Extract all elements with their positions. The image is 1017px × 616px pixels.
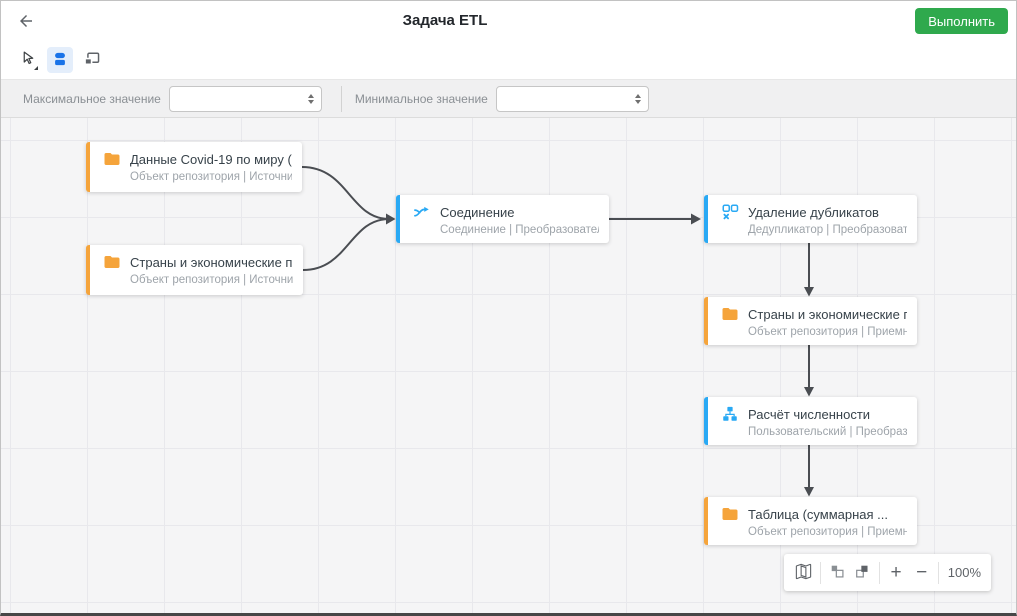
node-title: Страны и экономические пок... — [130, 254, 293, 270]
min-value-stepper[interactable] — [634, 93, 641, 104]
flow-node-dedup[interactable]: Удаление дубликатов Дедупликатор | Преоб… — [704, 195, 917, 243]
folder-icon — [103, 253, 121, 271]
flow-node-calc[interactable]: Расчёт численности Пользовательский | Пр… — [704, 397, 917, 445]
node-title: Страны и экономические пок... — [748, 306, 907, 322]
edge-covid-to-join — [301, 166, 390, 220]
page-title: Задача ETL — [402, 12, 488, 29]
max-value-input[interactable] — [168, 85, 322, 112]
arrowhead — [804, 287, 814, 297]
min-value-input[interactable] — [495, 85, 649, 112]
sitemap-icon — [721, 405, 739, 423]
stepper-up-icon[interactable] — [307, 93, 314, 98]
max-value-label: Максимальное значение — [23, 91, 161, 106]
flow-edit-tool-button[interactable] — [47, 47, 73, 73]
stepper-up-icon[interactable] — [634, 93, 641, 98]
node-subtitle: Объект репозитория | Приемник — [748, 526, 907, 538]
folder-icon — [721, 505, 739, 523]
node-subtitle: Объект репозитория | Приемник — [748, 326, 907, 338]
flow-node-source-covid[interactable]: Данные Covid-19 по миру (Yan... Объект р… — [86, 142, 302, 192]
min-value-field-wrap — [495, 85, 649, 112]
filter-divider — [340, 85, 342, 112]
node-title: Данные Covid-19 по миру (Yan... — [130, 151, 292, 167]
picture-in-picture-icon — [83, 50, 101, 71]
node-subtitle: Дедупликатор | Преобразователь — [748, 224, 907, 236]
flow-node-sink-countries[interactable]: Страны и экономические пок... Объект реп… — [704, 297, 917, 345]
node-subtitle: Объект репозитория | Источник — [130, 171, 292, 183]
zoom-in-button[interactable]: + — [887, 561, 906, 585]
map-icon — [794, 562, 813, 584]
bring-forward-button[interactable] — [853, 561, 872, 585]
header: Задача ETL Выполнить — [1, 1, 1016, 41]
folder-icon — [103, 150, 121, 168]
arrowhead — [804, 387, 814, 397]
zoom-panel: + − 100% — [784, 554, 991, 591]
zoom-level-value: 100% — [947, 565, 982, 580]
send-backward-button[interactable] — [828, 561, 847, 585]
max-value-stepper[interactable] — [307, 93, 314, 104]
flow-node-join[interactable]: Соединение Соединение | Преобразователь — [396, 195, 609, 243]
stepper-down-icon[interactable] — [307, 99, 314, 104]
minus-icon: − — [916, 562, 928, 583]
panel-divider — [937, 561, 939, 584]
flow-node-source-countries[interactable]: Страны и экономические пок... Объект реп… — [86, 245, 303, 295]
node-title: Расчёт численности — [748, 406, 871, 422]
bring-forward-icon — [854, 563, 871, 583]
node-title: Удаление дубликатов — [748, 204, 879, 220]
zoom-out-button[interactable]: − — [912, 561, 931, 585]
stepper-down-icon[interactable] — [634, 99, 641, 104]
node-title: Соединение — [440, 204, 515, 220]
node-subtitle: Объект репозитория | Источник — [130, 274, 293, 286]
toolbar — [1, 41, 1016, 79]
run-button[interactable]: Выполнить — [915, 8, 1008, 34]
flow-nodes-icon — [51, 50, 69, 71]
arrowhead — [386, 213, 396, 225]
node-title: Таблица (суммарная ... — [748, 506, 888, 522]
dropdown-caret-icon — [34, 66, 38, 70]
min-value-label: Минимальное значение — [354, 91, 488, 106]
plus-icon: + — [890, 562, 902, 583]
flow-canvas[interactable]: Данные Covid-19 по миру (Yan... Объект р… — [1, 118, 1016, 613]
back-button[interactable] — [13, 9, 39, 35]
panel-divider — [820, 561, 821, 584]
arrow-left-icon — [17, 12, 35, 33]
node-subtitle: Соединение | Преобразователь — [440, 224, 599, 236]
join-merge-icon — [413, 203, 431, 221]
minimap-button[interactable] — [794, 561, 813, 585]
panel-divider — [878, 561, 880, 584]
edge-countries-to-join — [302, 218, 390, 271]
cursor-pointer-icon — [20, 50, 37, 70]
node-subtitle: Пользовательский | Преобразова... — [748, 426, 907, 438]
send-backward-icon — [829, 563, 846, 583]
frame-tool-button[interactable] — [79, 47, 105, 73]
pointer-tool-button[interactable] — [15, 47, 41, 73]
folder-icon — [721, 305, 739, 323]
arrowhead — [804, 487, 814, 497]
deduplicate-icon — [721, 203, 739, 221]
arrowhead — [691, 213, 701, 225]
max-value-field-wrap — [168, 85, 322, 112]
flow-node-sink-table[interactable]: Таблица (суммарная ... Объект репозитори… — [704, 497, 917, 545]
filter-bar: Максимальное значение Минимальное значен… — [1, 79, 1016, 118]
